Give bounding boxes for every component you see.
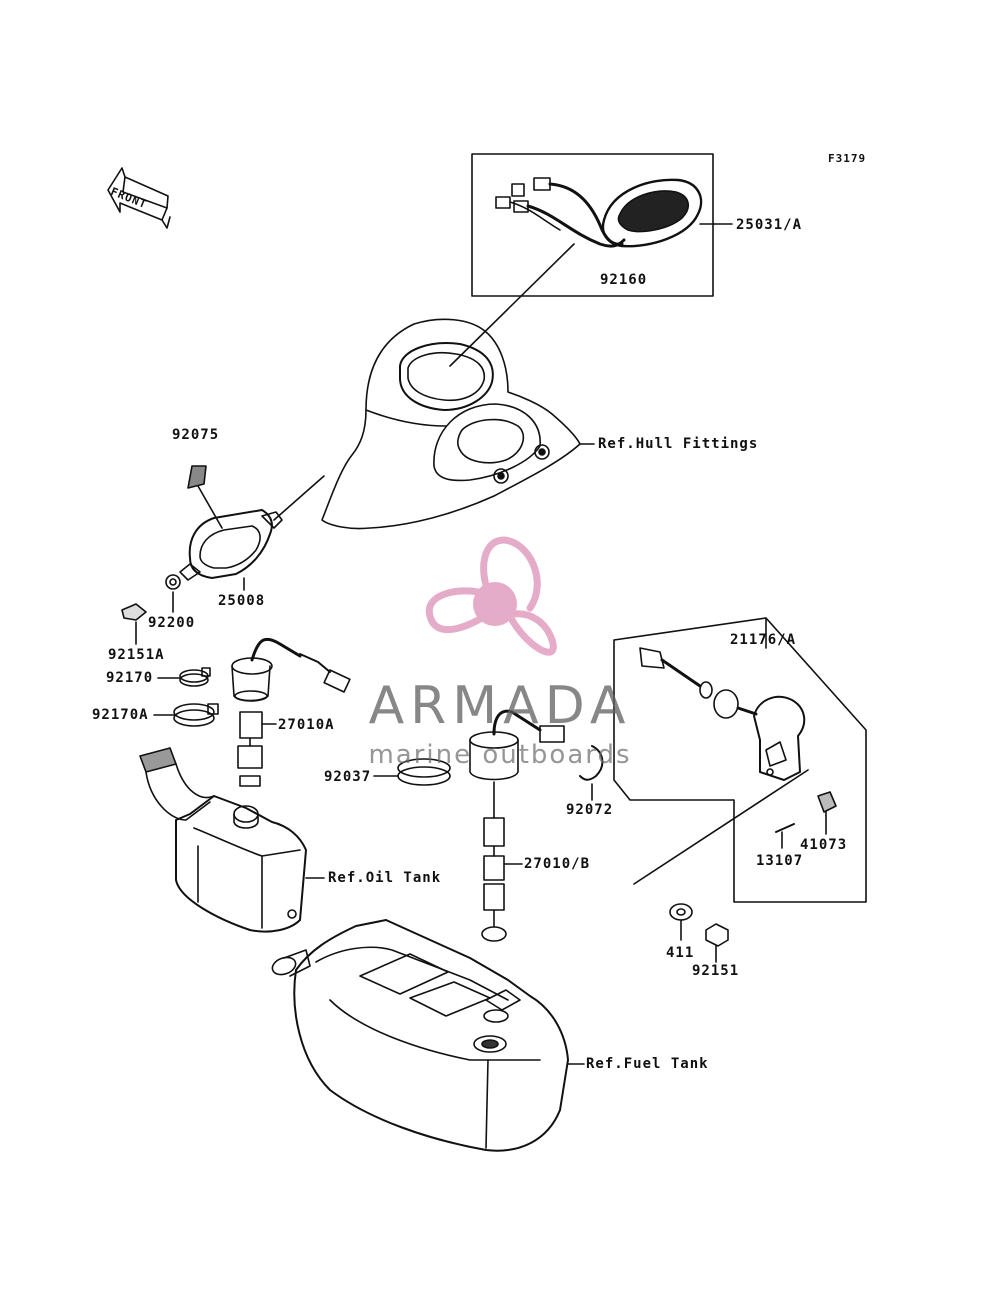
fuel-tank bbox=[271, 919, 585, 1152]
label-27010B: 27010/B bbox=[524, 856, 591, 872]
label-92151: 92151 bbox=[692, 963, 740, 979]
label-411: 411 bbox=[666, 945, 695, 961]
label-13107: 13107 bbox=[756, 853, 804, 869]
label-92170: 92170 bbox=[106, 670, 154, 686]
label-hull-fittings: Ref.Hull Fittings bbox=[598, 436, 759, 452]
label-92151A: 92151A bbox=[108, 647, 165, 663]
front-arrow-icon bbox=[107, 167, 171, 229]
label-25031A: 25031/A bbox=[736, 217, 803, 233]
meter-assembly bbox=[449, 153, 733, 367]
label-fuel-tank: Ref.Fuel Tank bbox=[586, 1056, 709, 1072]
label-92037: 92037 bbox=[324, 769, 372, 785]
label-92160: 92160 bbox=[600, 272, 648, 288]
bracket-assembly bbox=[121, 465, 325, 645]
label-92075: 92075 bbox=[172, 427, 220, 443]
drawing-code: F3179 bbox=[828, 152, 867, 165]
label-oil-tank: Ref.Oil Tank bbox=[328, 870, 442, 886]
label-21176A: 21176/A bbox=[730, 632, 797, 648]
label-25008: 25008 bbox=[218, 593, 266, 609]
label-92200: 92200 bbox=[148, 615, 196, 631]
hull-fitting bbox=[321, 318, 595, 530]
watermark-brand-name: ARMADA bbox=[368, 676, 632, 736]
label-92170A: 92170A bbox=[92, 707, 149, 723]
label-27010A: 27010A bbox=[278, 717, 335, 733]
oil-tank bbox=[139, 747, 325, 933]
fuel-valve-assembly bbox=[613, 617, 867, 963]
sender-unit-b bbox=[373, 709, 604, 942]
clamps bbox=[153, 667, 219, 727]
watermark-tagline: marine outboards bbox=[368, 740, 632, 770]
label-92072: 92072 bbox=[566, 802, 614, 818]
propeller-icon bbox=[425, 536, 557, 656]
sender-unit-a bbox=[231, 637, 351, 787]
label-41073: 41073 bbox=[800, 837, 848, 853]
